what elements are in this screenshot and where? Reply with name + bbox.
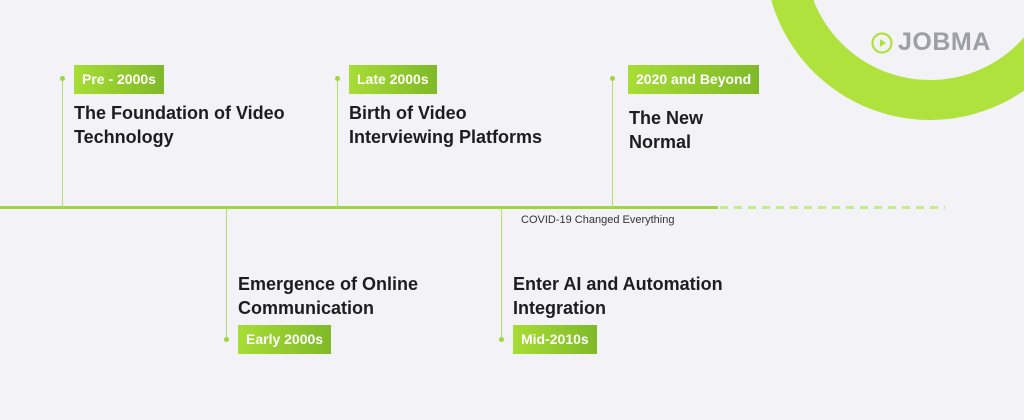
timeline-axis	[0, 206, 718, 209]
period-badge: 2020 and Beyond	[628, 65, 760, 94]
milestone-title-line: Interviewing Platforms	[349, 127, 543, 147]
milestone-dot	[224, 337, 229, 342]
milestone-title-line: Communication	[238, 298, 375, 318]
decorative-arc	[765, 0, 1024, 120]
milestone-title-line: Enter AI and Automation	[513, 274, 723, 294]
covid-note: COVID-19 Changed Everything	[521, 214, 675, 226]
period-badge: Pre - 2000s	[74, 65, 164, 94]
milestone-dot	[610, 76, 615, 81]
milestone-connector	[612, 78, 613, 208]
milestone-connector	[501, 208, 502, 339]
period-badge: Mid-2010s	[513, 325, 597, 354]
timeline-axis-future	[720, 206, 945, 209]
period-badge: Early 2000s	[238, 325, 332, 354]
milestone-title: The New Normal	[629, 106, 703, 154]
milestone-dot	[335, 76, 340, 81]
milestone-title-line: Birth of Video	[349, 103, 467, 123]
milestone-connector	[337, 78, 338, 208]
milestone-title-line: Normal	[629, 132, 692, 152]
milestone-title: The Foundation of Video Technology	[74, 101, 285, 149]
milestone-dot	[60, 76, 65, 81]
milestone-title-line: Integration	[513, 298, 606, 318]
play-circle-icon	[871, 31, 893, 54]
brand-logo: JOBMA	[870, 28, 991, 57]
milestone-title-line: The Foundation of Video	[74, 103, 285, 123]
milestone-title-line: Emergence of Online	[238, 274, 419, 294]
milestone-connector	[226, 208, 227, 339]
milestone-dot	[499, 337, 504, 342]
milestone-title: Enter AI and Automation Integration	[513, 272, 723, 320]
milestone-title-line: Technology	[74, 127, 174, 147]
milestone-title: Birth of Video Interviewing Platforms	[349, 101, 542, 149]
milestone-title: Emergence of Online Communication	[238, 272, 418, 320]
brand-name: JOBMA	[898, 28, 991, 56]
period-badge: Late 2000s	[349, 65, 437, 94]
milestone-title-line: The New	[629, 108, 704, 128]
milestone-connector	[62, 78, 63, 208]
